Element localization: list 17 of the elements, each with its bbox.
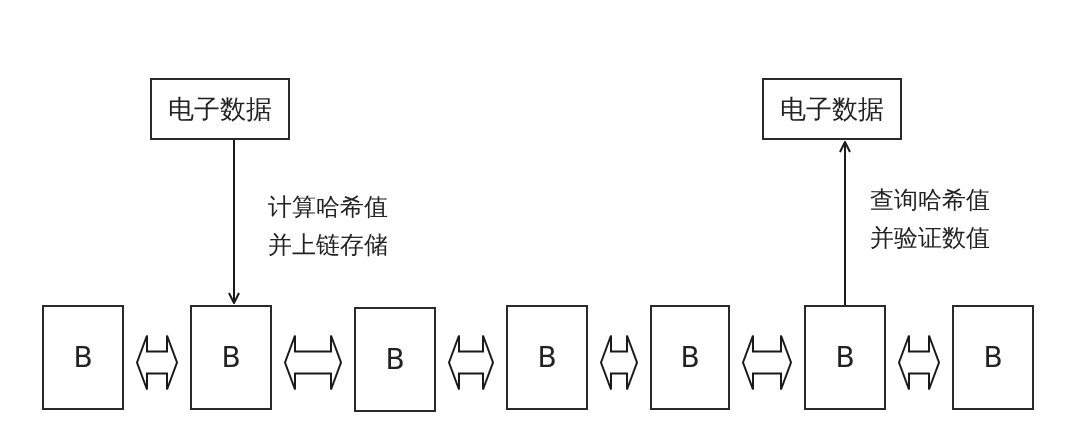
double-arrow [283, 334, 343, 391]
block-box: B [952, 305, 1034, 410]
block-box: B [506, 305, 588, 410]
block-box: B [804, 305, 886, 410]
double-arrow [599, 334, 639, 391]
block-box: B [190, 305, 272, 410]
data-box: 电子数据 [150, 78, 290, 140]
double-arrow [741, 334, 793, 391]
data-box: 电子数据 [762, 78, 902, 140]
block-box: B [354, 307, 436, 412]
double-arrow [135, 334, 179, 391]
double-arrow [447, 334, 495, 391]
block-box: B [650, 305, 730, 410]
arrow [228, 139, 240, 304]
block-box: B [42, 305, 124, 410]
arrow [839, 141, 851, 306]
double-arrow [897, 334, 941, 391]
